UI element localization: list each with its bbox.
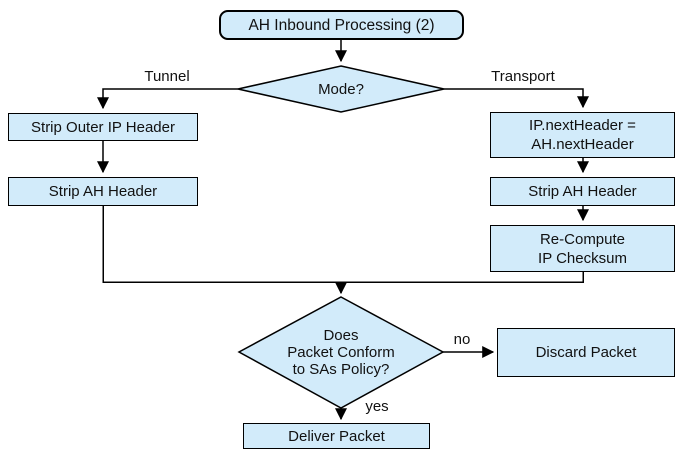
branch-label-no: no xyxy=(453,331,471,348)
edge-mode-to-strip-outer-tunnel xyxy=(97,88,238,110)
branch-label-tunnel: Tunnel xyxy=(144,68,190,85)
process-node-strip-ah-header-tunnel: Strip AH Header xyxy=(8,177,198,206)
process-node-ip-nextheader-assign: IP.nextHeader = AH.nextHeader xyxy=(490,112,675,158)
process-node-deliver-packet: Deliver Packet xyxy=(243,423,430,449)
branch-label-transport: Transport xyxy=(491,68,555,85)
process-node-strip-ah-header-transport: Strip AH Header xyxy=(490,177,675,206)
edge-recompute-to-merge xyxy=(341,272,584,283)
process-node-strip-outer-ip-header: Strip Outer IP Header xyxy=(8,113,198,141)
edge-mode-to-ipnext-transport xyxy=(444,88,589,109)
process-node-discard-packet: Discard Packet xyxy=(497,328,675,377)
mode-decision-diamond xyxy=(237,65,445,113)
process-node-recompute-ip-checksum: Re-Compute IP Checksum xyxy=(490,225,675,272)
edge-strip-ah-left-to-merge xyxy=(102,206,341,283)
branch-label-yes: yes xyxy=(365,398,389,415)
policy-decision-diamond xyxy=(237,296,445,409)
start-node-ah-inbound-processing: AH Inbound Processing (2) xyxy=(219,10,464,40)
